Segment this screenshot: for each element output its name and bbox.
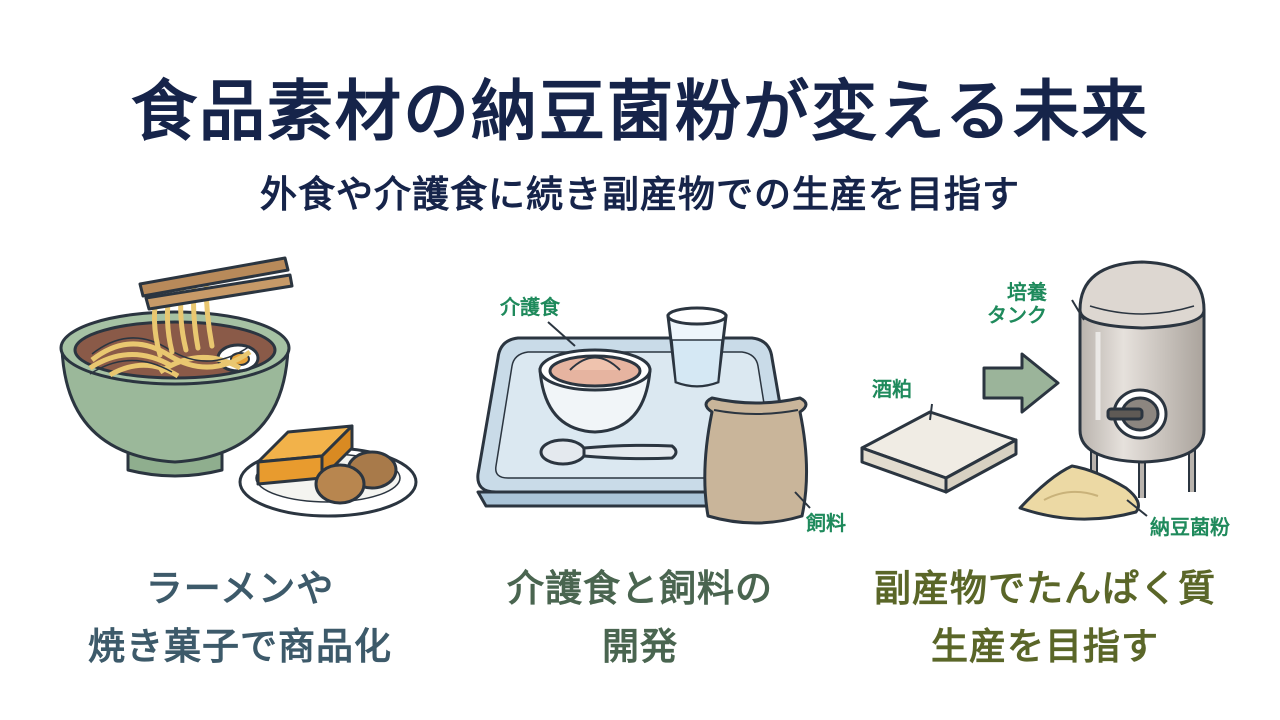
sake-lees-icon	[860, 410, 1018, 494]
label-leader-lines	[547, 299, 1148, 517]
label-natto-powder: 納豆菌粉	[1150, 515, 1230, 539]
caption-byproduct-line1: 副産物でたんぱく質	[874, 567, 1216, 610]
ramen-bowl-icon	[59, 256, 294, 478]
caption-ramen-line2: 焼き菓子で商品化	[88, 625, 392, 668]
page-title: 食品素材の納豆菌粉が変える未来	[130, 73, 1150, 150]
caption-care-food-line2: 開発	[602, 625, 678, 668]
caption-byproduct: 副産物でたんぱく質 生産を目指す	[845, 560, 1245, 676]
label-sake-lees: 酒粕	[872, 377, 912, 401]
culture-tank-icon	[1078, 260, 1206, 498]
caption-ramen-line1: ラーメンや	[145, 567, 335, 610]
water-glass-icon	[666, 306, 728, 388]
caption-byproduct-line2: 生産を目指す	[931, 625, 1159, 668]
label-care-food: 介護食	[500, 295, 560, 319]
page-subtitle: 外食や介護食に続き副産物での生産を目指す	[260, 173, 1020, 216]
natto-powder-icon	[1018, 464, 1140, 521]
arrow-right-icon	[982, 352, 1060, 414]
label-culture-tank-line1: 培養	[1007, 280, 1047, 304]
chopsticks-icon	[138, 256, 294, 311]
label-culture-tank: 培養 タンク	[987, 280, 1047, 327]
caption-ramen: ラーメンや 焼き菓子で商品化	[40, 560, 440, 676]
label-culture-tank-line2: タンク	[987, 303, 1047, 327]
spoon-icon	[539, 438, 678, 466]
caption-care-food: 介護食と飼料の 開発	[440, 560, 840, 676]
caption-care-food-line1: 介護食と飼料の	[507, 567, 773, 610]
baked-sweets-icon	[238, 424, 418, 518]
porridge-bowl-icon	[538, 348, 652, 434]
feed-sack-icon	[703, 396, 809, 525]
label-feed: 飼料	[806, 511, 846, 535]
